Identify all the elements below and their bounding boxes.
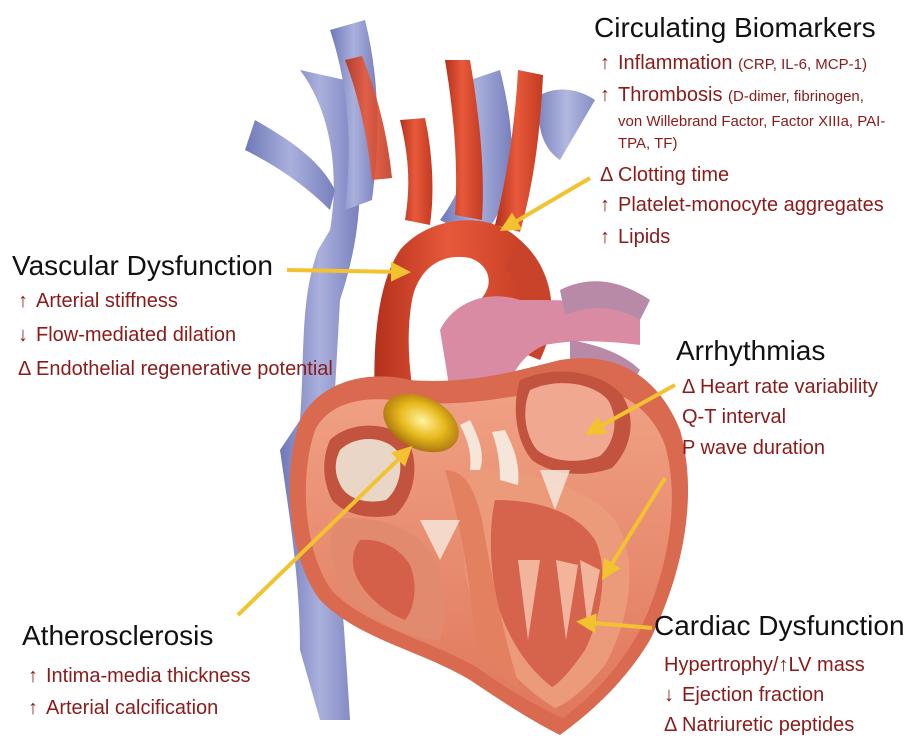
change-icon: Δ <box>600 164 618 187</box>
biomarker-detail-line: TPA, TF) <box>618 131 677 154</box>
cardiac-text: Natriuretic peptides <box>682 714 854 736</box>
change-icon: Δ <box>682 376 700 399</box>
atherosclerosis-item: ↑Arterial calcification <box>28 697 218 720</box>
vascular-text: Flow-mediated dilation <box>36 324 236 346</box>
cardiac-item: ↓Ejection fraction <box>664 684 824 707</box>
arrhythmia-text: Q-T interval <box>682 406 786 428</box>
increase-icon: ↑ <box>600 226 618 249</box>
arrhythmia-text: Heart rate variability <box>700 376 878 398</box>
vascular-item: ↑Arterial stiffness <box>18 290 178 313</box>
biomarker-item: ↑Inflammation (CRP, IL-6, MCP-1) <box>600 52 867 75</box>
biomarkers-heading: Circulating Biomarkers <box>594 12 876 44</box>
biomarker-detail-line: von Willebrand Factor, Factor XIIIa, PAI… <box>618 109 885 132</box>
increase-icon: ↑ <box>600 52 618 75</box>
vascular-heading: Vascular Dysfunction <box>12 250 273 282</box>
biomarker-detail: TPA, TF) <box>618 135 677 152</box>
cardiac-text: Ejection fraction <box>682 684 824 706</box>
biomarker-text: Inflammation <box>618 52 733 74</box>
increase-icon: ↑ <box>28 665 46 688</box>
arrhythmia-text: P wave duration <box>682 437 825 459</box>
atherosclerosis-item: ↑Intima-media thickness <box>28 665 251 688</box>
biomarker-detail: (CRP, IL-6, MCP-1) <box>738 56 867 73</box>
biomarker-text: Platelet-monocyte aggregates <box>618 194 884 216</box>
biomarker-item: ↑Lipids <box>600 226 670 249</box>
biomarker-detail: von Willebrand Factor, Factor XIIIa, PAI… <box>618 113 885 130</box>
cardiac-item: Hypertrophy/↑LV mass <box>664 654 865 677</box>
arrhythmias-heading: Arrhythmias <box>676 335 825 367</box>
biomarker-item: ↑Platelet-monocyte aggregates <box>600 194 884 217</box>
increase-icon: ↑ <box>18 290 36 313</box>
cardiac-heading: Cardiac Dysfunction <box>654 610 905 642</box>
biomarker-text: Clotting time <box>618 164 729 186</box>
change-icon: Δ <box>18 358 36 381</box>
biomarker-text: Thrombosis <box>618 84 722 106</box>
vascular-item: ↓Flow-mediated dilation <box>18 324 236 347</box>
decrease-icon: ↓ <box>18 324 36 347</box>
arrhythmia-item: P wave duration <box>682 437 825 460</box>
change-icon: Δ <box>664 714 682 737</box>
cardiac-text: Hypertrophy/↑LV mass <box>664 654 865 676</box>
atherosclerosis-text: Arterial calcification <box>46 697 218 719</box>
vascular-text: Arterial stiffness <box>36 290 178 312</box>
biomarker-text: Lipids <box>618 226 670 248</box>
atherosclerosis-heading: Atherosclerosis <box>22 620 213 652</box>
arrhythmia-item: Q-T interval <box>682 406 786 429</box>
increase-icon: ↑ <box>600 194 618 217</box>
decrease-icon: ↓ <box>664 684 682 707</box>
arrow-vascular <box>287 270 405 272</box>
biomarker-item: ↑Thrombosis (D-dimer, fibrinogen, <box>600 84 864 107</box>
biomarker-detail: (D-dimer, fibrinogen, <box>728 88 864 105</box>
vascular-text: Endothelial regenerative potential <box>36 358 333 380</box>
increase-icon: ↑ <box>600 84 618 107</box>
atherosclerosis-text: Intima-media thickness <box>46 665 251 687</box>
increase-icon: ↑ <box>28 697 46 720</box>
